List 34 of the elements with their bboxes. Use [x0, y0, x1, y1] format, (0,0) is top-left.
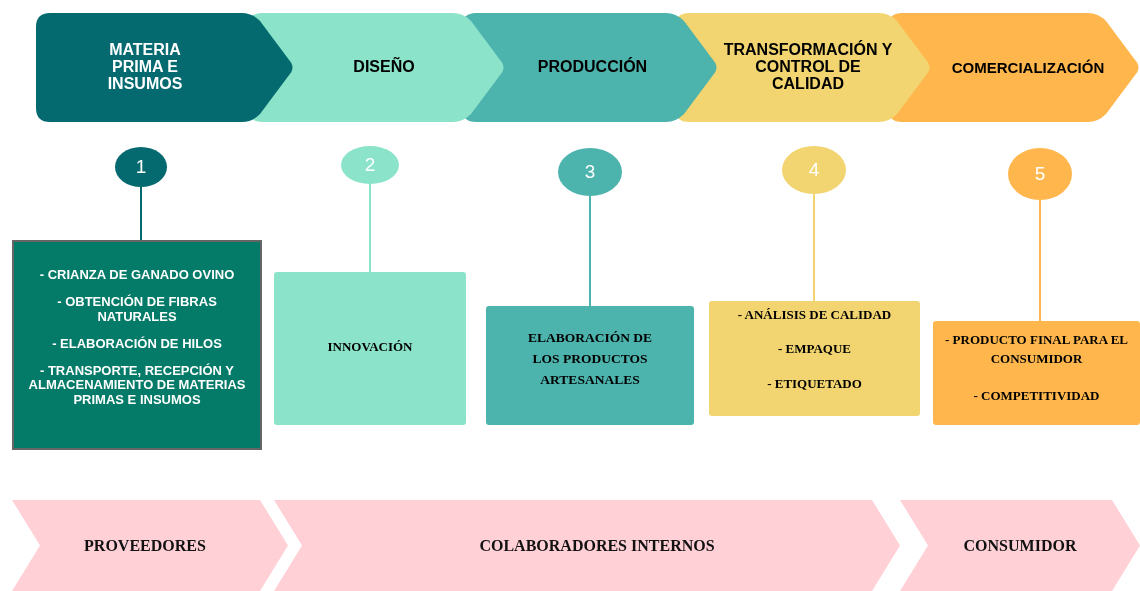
activity-item: - ANÁLISIS DE CALIDAD — [737, 308, 892, 323]
activity-item: ELABORACIÓN DE LOS PRODUCTOS ARTESANALES — [526, 329, 654, 389]
connector-line — [140, 186, 142, 241]
step-number-circle: 5 — [1008, 148, 1072, 200]
activity-item: - ETIQUETADO — [767, 376, 862, 391]
stakeholder-label: PROVEEDORES — [84, 536, 206, 555]
activity-item: - ELABORACIÓN DE HILOS — [52, 336, 222, 352]
stage-title: DISEÑO — [353, 59, 415, 76]
activity-item: - CRIANZA DE GANADO OVINO — [39, 268, 235, 283]
connector-line — [813, 193, 815, 302]
activity-item: - COMPETITIVIDAD — [973, 386, 1100, 405]
activity-item: - TRANSPORTE, RECEPCIÓN Y ALMACENAMIENTO DE MATERIAS PRIMAS E INSUMOS — [27, 364, 247, 408]
activity-card — [486, 306, 694, 425]
activity-card — [709, 301, 920, 416]
activity-card — [933, 321, 1140, 425]
stakeholder-label: CONSUMIDOR — [963, 536, 1077, 555]
connector-line — [369, 183, 371, 273]
step-number-circle: 1 — [115, 147, 167, 187]
stage-title: TRANSFORMACIÓN Y CONTROL DE CALIDAD — [722, 42, 894, 93]
activity-card — [12, 240, 262, 450]
stakeholder-label: COLABORADORES INTERNOS — [479, 536, 715, 555]
step-number-circle: 3 — [558, 148, 622, 196]
connector-line — [589, 195, 591, 307]
activity-item: - PRODUCTO FINAL PARA EL CONSUMIDOR — [944, 331, 1129, 368]
stage-title: PRODUCCIÓN — [537, 59, 648, 76]
activity-item: - OBTENCIÓN DE FIBRAS NATURALES — [56, 295, 218, 324]
stage-title: COMERCIALIZACIÓN — [951, 59, 1105, 76]
activity-item: INNOVACIÓN — [327, 340, 413, 355]
step-number-circle: 4 — [782, 146, 846, 194]
stage-title: MATERIA PRIMA E INSUMOS — [106, 42, 184, 93]
activity-card — [274, 272, 466, 425]
step-number-circle: 2 — [341, 146, 399, 184]
connector-line — [1039, 199, 1041, 322]
activity-item: - EMPAQUE — [777, 342, 852, 357]
